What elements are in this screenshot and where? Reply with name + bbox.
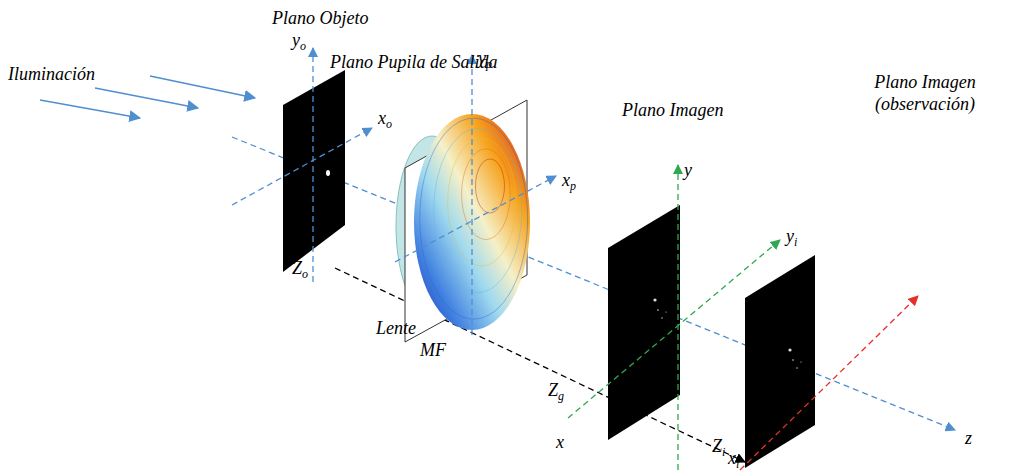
axis-label: Zo [292, 258, 308, 280]
image-plane [608, 205, 680, 440]
xi-axis [740, 296, 918, 470]
yp-axis [471, 55, 472, 335]
object-plane [283, 70, 345, 272]
psf-spots [653, 298, 666, 318]
axis-label: x [556, 432, 564, 454]
point-source [326, 170, 330, 176]
plane-label: Iluminación [8, 64, 95, 86]
axis-label: yi [786, 226, 797, 248]
axis-label: Zg [548, 380, 564, 402]
axis-label: yo [292, 30, 306, 52]
axis-label: z [965, 428, 972, 450]
axis-label: xp [562, 170, 576, 192]
plane-label: Plano Objeto [272, 8, 369, 30]
xo-axis [232, 128, 372, 205]
distance-line [335, 268, 745, 462]
axis-label: xi [728, 448, 739, 470]
plane-label: Lente [376, 318, 416, 340]
plane-label: Plano Pupila de Salida [330, 52, 497, 74]
axis-label: y [684, 160, 692, 182]
axis-label: Zi [712, 436, 725, 458]
xp-axis [395, 176, 556, 262]
psf-spots [788, 348, 801, 368]
yo-axis [312, 48, 313, 282]
axis-label: yp [478, 48, 492, 70]
observation-plane [745, 255, 815, 468]
axis-label: xo [378, 108, 392, 130]
plane-label: Plano Imagen [622, 100, 723, 122]
plane-label: Plano Imagen (observación) [845, 72, 1005, 115]
phase-contours [420, 118, 528, 319]
y-axis [677, 165, 678, 470]
plane-label: MF [420, 340, 446, 362]
